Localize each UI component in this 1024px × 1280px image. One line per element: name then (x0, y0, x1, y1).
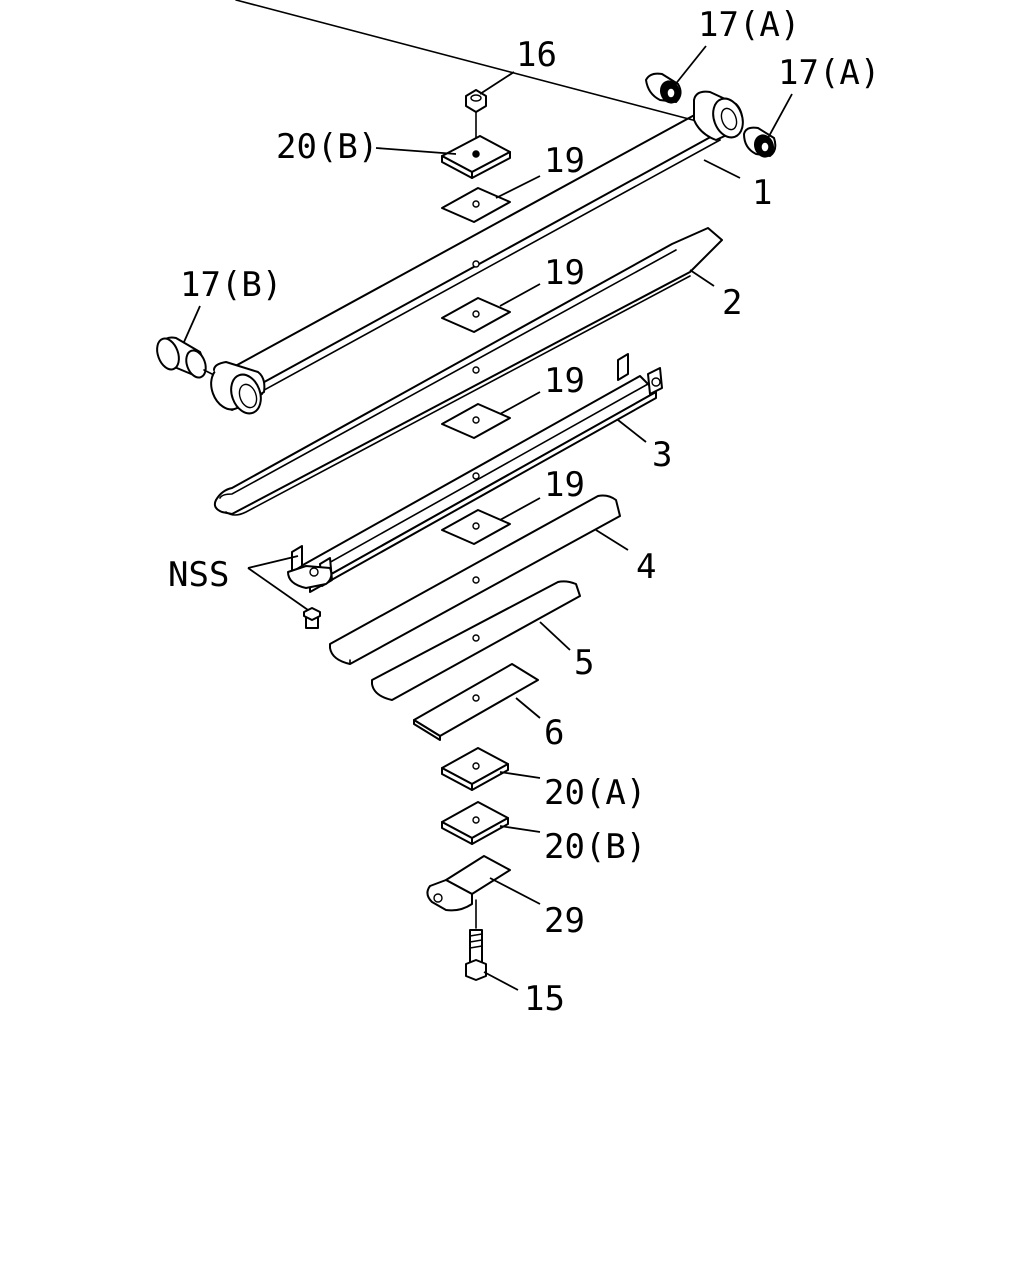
label-29: 29 (544, 901, 585, 941)
label-1: 1 (752, 173, 772, 213)
label-19-2: 19 (544, 253, 585, 293)
label-3: 3 (652, 435, 672, 475)
label-15: 15 (524, 979, 565, 1019)
bushing-17a-top (645, 72, 682, 104)
label-19-1: 19 (544, 141, 585, 181)
bushing-17b (156, 336, 213, 379)
front-eye (210, 361, 266, 415)
pad-19-2 (441, 297, 511, 333)
label-20a: 20(A) (544, 773, 646, 813)
label-6: 6 (544, 713, 564, 753)
label-17a-right: 17(A) (778, 53, 880, 93)
rear-eye (693, 90, 744, 141)
plate-20a (441, 747, 509, 791)
plate-20b-bottom (441, 801, 509, 845)
leader-lines (183, 45, 793, 991)
label-5: 5 (574, 643, 594, 683)
bolt-part-15 (465, 899, 487, 981)
leaf-part-5 (371, 580, 581, 701)
leaf-part-2 (213, 227, 723, 516)
label-16: 16 (516, 35, 557, 75)
label-20b-top: 20(B) (276, 127, 378, 167)
plate-20b-top (441, 135, 511, 179)
pad-19-3 (441, 403, 511, 439)
part-labels: 16 17(A) 17(A) 20(B) 19 1 19 17(B) 2 19 … (168, 5, 880, 1019)
label-2: 2 (722, 283, 742, 323)
label-19-4: 19 (544, 465, 585, 505)
label-nss: NSS (168, 555, 229, 595)
bushing-17a-right (743, 126, 777, 158)
pad-19-4 (441, 509, 511, 545)
pad-19-1 (441, 187, 511, 223)
label-4: 4 (636, 547, 656, 587)
nss-bolt (303, 607, 321, 629)
label-17b: 17(B) (180, 265, 282, 305)
label-20b-bottom: 20(B) (544, 827, 646, 867)
label-17a-top: 17(A) (698, 5, 800, 45)
leaf-part-6 (413, 663, 539, 741)
label-19-3: 19 (544, 361, 585, 401)
bracket-part-29 (426, 855, 511, 912)
leaf-part-3 (287, 353, 663, 593)
leaf-part-4 (329, 494, 621, 665)
